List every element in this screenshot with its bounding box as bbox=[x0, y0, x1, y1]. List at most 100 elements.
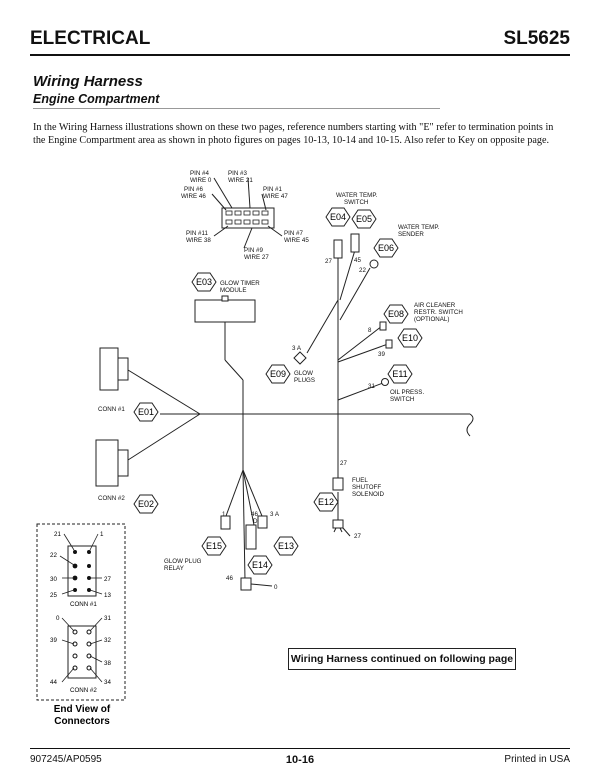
oil-press-label-2: SWITCH bbox=[390, 396, 414, 403]
svg-text:46: 46 bbox=[226, 575, 233, 582]
wire27-label: WIRE 27 bbox=[244, 254, 269, 261]
wire0-label: WIRE 0 bbox=[190, 177, 212, 184]
continued-note: Wiring Harness continued on following pa… bbox=[288, 648, 516, 670]
callout-e08: E08 bbox=[383, 304, 409, 324]
air-cleaner-label-1: AIR CLEANER bbox=[414, 302, 456, 309]
svg-text:30: 30 bbox=[50, 576, 57, 583]
harness-lines bbox=[95, 177, 474, 591]
svg-text:22: 22 bbox=[50, 552, 57, 559]
pin7-label: PIN #7 bbox=[284, 230, 303, 237]
model-number: SL5625 bbox=[503, 28, 570, 49]
svg-text:25: 25 bbox=[50, 592, 57, 599]
svg-text:46: 46 bbox=[251, 511, 258, 518]
pin11-label: PIN #11 bbox=[186, 230, 208, 237]
wire46-label: WIRE 46 bbox=[181, 193, 206, 200]
callout-e05: E05 bbox=[351, 209, 377, 229]
callout-e06: E06 bbox=[373, 238, 399, 258]
pin6-label: PIN #6 bbox=[184, 186, 203, 193]
svg-text:E05: E05 bbox=[356, 214, 372, 224]
callout-e10: E10 bbox=[397, 328, 423, 348]
water-switch-label-2: SWITCH bbox=[344, 199, 368, 206]
header-rule bbox=[30, 54, 570, 56]
fuel-label-3: SOLENOID bbox=[352, 491, 385, 498]
svg-text:39: 39 bbox=[378, 351, 385, 358]
callout-e04: E04 bbox=[325, 207, 351, 227]
intro-paragraph: In the Wiring Harness illustrations show… bbox=[33, 122, 554, 146]
air-cleaner-label-2: RESTR. SWITCH bbox=[414, 309, 463, 316]
glow-plugs-label-2: PLUGS bbox=[294, 377, 315, 384]
svg-text:34: 34 bbox=[104, 679, 111, 686]
callout-e15: E15 bbox=[201, 536, 227, 556]
pin3-label: PIN #3 bbox=[228, 170, 247, 177]
end-view-conn1-label: CONN #1 bbox=[70, 601, 97, 608]
callout-e01: E01 bbox=[133, 402, 159, 422]
svg-text:1: 1 bbox=[100, 531, 104, 538]
svg-text:E10: E10 bbox=[402, 333, 418, 343]
callouts: E01 E02 E03 E04 E05 E06 E08 E09 E10 E1 bbox=[133, 207, 423, 575]
footer-rule bbox=[30, 748, 570, 749]
svg-text:22: 22 bbox=[359, 267, 366, 274]
svg-text:E11: E11 bbox=[392, 369, 407, 379]
wire47-label: WIRE 47 bbox=[263, 193, 288, 200]
svg-text:0: 0 bbox=[274, 584, 278, 591]
svg-text:38: 38 bbox=[104, 660, 111, 667]
callout-e12: E12 bbox=[313, 492, 339, 512]
pin4-label: PIN #4 bbox=[190, 170, 209, 177]
fuel-label-2: SHUTOFF bbox=[352, 484, 381, 491]
water-switch-label-1: WATER TEMP. bbox=[336, 192, 378, 199]
svg-text:E15: E15 bbox=[206, 541, 222, 551]
end-view-conn2-label: CONN #2 bbox=[70, 687, 97, 694]
svg-text:E06: E06 bbox=[378, 243, 394, 253]
page-header: ELECTRICAL SL5625 bbox=[30, 28, 570, 52]
wire45-label: WIRE 45 bbox=[284, 237, 309, 244]
svg-text:21: 21 bbox=[54, 531, 61, 538]
svg-text:E09: E09 bbox=[270, 369, 286, 379]
svg-text:27: 27 bbox=[340, 460, 347, 467]
svg-text:E03: E03 bbox=[196, 277, 212, 287]
svg-text:E01: E01 bbox=[138, 407, 154, 417]
relay-label-1: GLOW PLUG bbox=[164, 558, 202, 565]
callout-e03: E03 bbox=[191, 272, 217, 292]
callout-e11: E11 bbox=[387, 364, 413, 384]
svg-text:8: 8 bbox=[368, 327, 372, 334]
relay-label-2: RELAY bbox=[164, 565, 184, 572]
svg-text:45: 45 bbox=[354, 257, 361, 264]
glow-timer-label-1: GLOW TIMER bbox=[220, 280, 260, 287]
svg-text:1: 1 bbox=[222, 511, 226, 518]
conn1-label: CONN #1 bbox=[98, 406, 125, 413]
wire38-label: WIRE 38 bbox=[186, 237, 211, 244]
page-subtitle: Engine Compartment bbox=[33, 92, 160, 106]
callout-e02: E02 bbox=[133, 494, 159, 514]
svg-text:13: 13 bbox=[104, 592, 111, 599]
svg-text:E08: E08 bbox=[388, 309, 404, 319]
section-title: ELECTRICAL bbox=[30, 28, 151, 49]
svg-text:3 A: 3 A bbox=[292, 345, 302, 352]
end-view-panel: 21 1 22 30 27 25 13 CONN #1 0 31 39 32 bbox=[36, 523, 126, 727]
subtitle-rule bbox=[33, 108, 440, 109]
svg-text:E02: E02 bbox=[138, 499, 154, 509]
svg-text:32: 32 bbox=[104, 637, 111, 644]
callout-e14: E14 bbox=[247, 555, 273, 575]
footer-printed: Printed in USA bbox=[504, 754, 570, 765]
callout-e09: E09 bbox=[265, 364, 291, 384]
svg-text:31: 31 bbox=[104, 615, 111, 622]
fuel-label-1: FUEL bbox=[352, 477, 368, 484]
page-title: Wiring Harness bbox=[33, 73, 143, 90]
pin9-label: PIN #9 bbox=[244, 247, 263, 254]
conn2-label: CONN #2 bbox=[98, 495, 125, 502]
oil-press-label-1: OIL PRESS. bbox=[390, 389, 424, 396]
air-cleaner-label-3: (OPTIONAL) bbox=[414, 316, 449, 323]
svg-text:27: 27 bbox=[104, 576, 111, 583]
svg-text:44: 44 bbox=[50, 679, 57, 686]
wire21-label: WIRE 21 bbox=[228, 177, 253, 184]
glow-timer-label-2: MODULE bbox=[220, 287, 246, 294]
glow-plugs-label-1: GLOW bbox=[294, 370, 313, 377]
page-number: 10-16 bbox=[285, 754, 315, 766]
svg-text:E14: E14 bbox=[252, 560, 268, 570]
svg-text:0: 0 bbox=[56, 615, 60, 622]
svg-text:39: 39 bbox=[50, 637, 57, 644]
svg-text:D: D bbox=[253, 518, 258, 525]
svg-text:E12: E12 bbox=[318, 497, 334, 507]
diagram-labels: PIN #4 WIRE 0 PIN #3 WIRE 21 PIN #6 WIRE… bbox=[98, 170, 463, 591]
